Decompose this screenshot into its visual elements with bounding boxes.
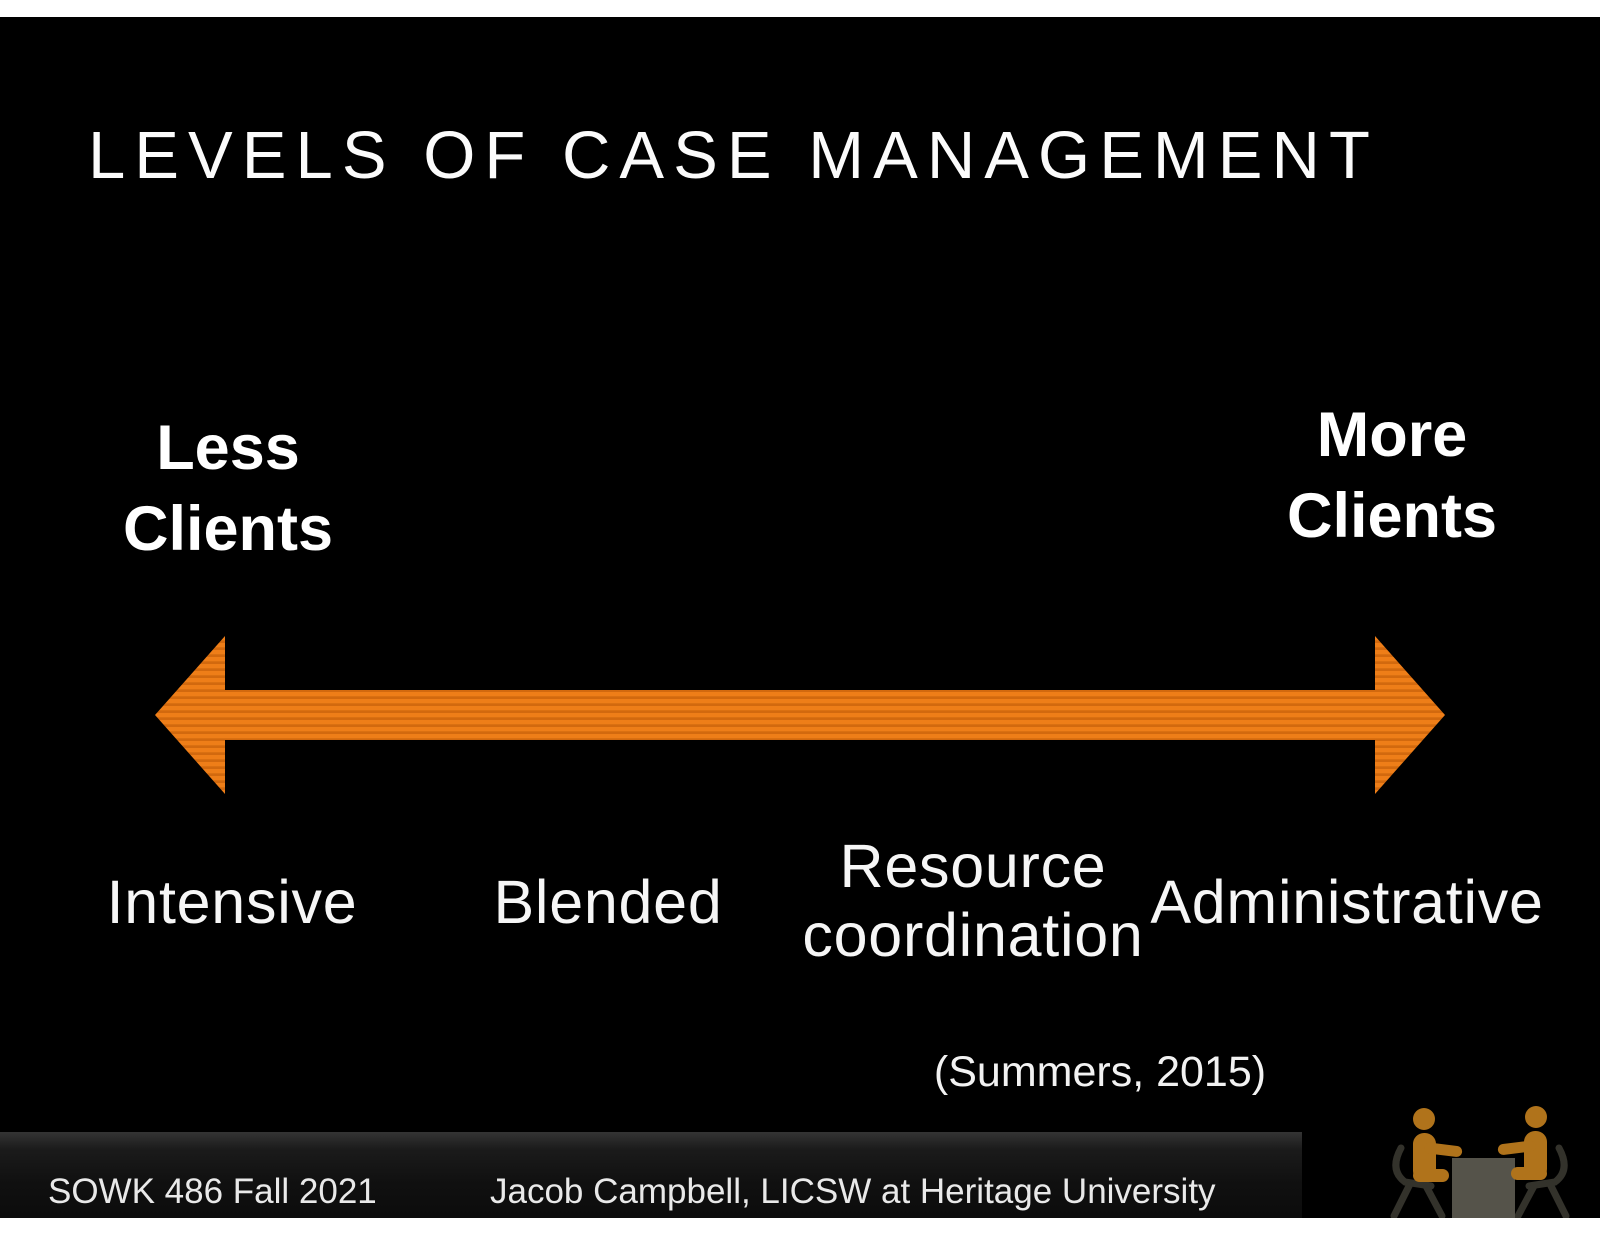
more-clients-line2: Clients [1286, 480, 1498, 551]
level-label-intensive: Intensive [106, 868, 358, 936]
level-label-resource-coordination: Resource coordination [802, 832, 1144, 969]
slide-title: LEVELS OF CASE MANAGEMENT [88, 118, 1379, 193]
footer-author-label: Jacob Campbell, LICSW at Heritage Univer… [490, 1172, 1216, 1211]
two-people-meeting-table-icon [1385, 1100, 1575, 1220]
more-clients-label: More Clients [1272, 395, 1512, 556]
chair-right-icon [1514, 1144, 1570, 1220]
person-left-icon [1413, 1108, 1463, 1182]
slide-canvas: LEVELS OF CASE MANAGEMENT Less Clients M… [0, 17, 1600, 1220]
double-arrow-shape [155, 636, 1445, 794]
more-clients-line1: More [1316, 400, 1468, 470]
table-icon [1452, 1158, 1515, 1218]
level-label-administrative: Administrative [1150, 868, 1544, 936]
footer-course-label: SOWK 486 Fall 2021 [48, 1172, 377, 1211]
footer-bar: SOWK 486 Fall 2021 Jacob Campbell, LICSW… [0, 1132, 1302, 1218]
less-clients-label: Less Clients [108, 408, 348, 569]
less-clients-line2: Clients [122, 493, 334, 564]
level-label-blended: Blended [493, 868, 723, 936]
citation-text: (Summers, 2015) [933, 1048, 1267, 1096]
person-right-icon [1497, 1106, 1547, 1180]
continuum-double-arrow-icon [155, 636, 1445, 794]
chair-left-icon [1390, 1144, 1446, 1220]
less-clients-line1: Less [156, 413, 300, 483]
